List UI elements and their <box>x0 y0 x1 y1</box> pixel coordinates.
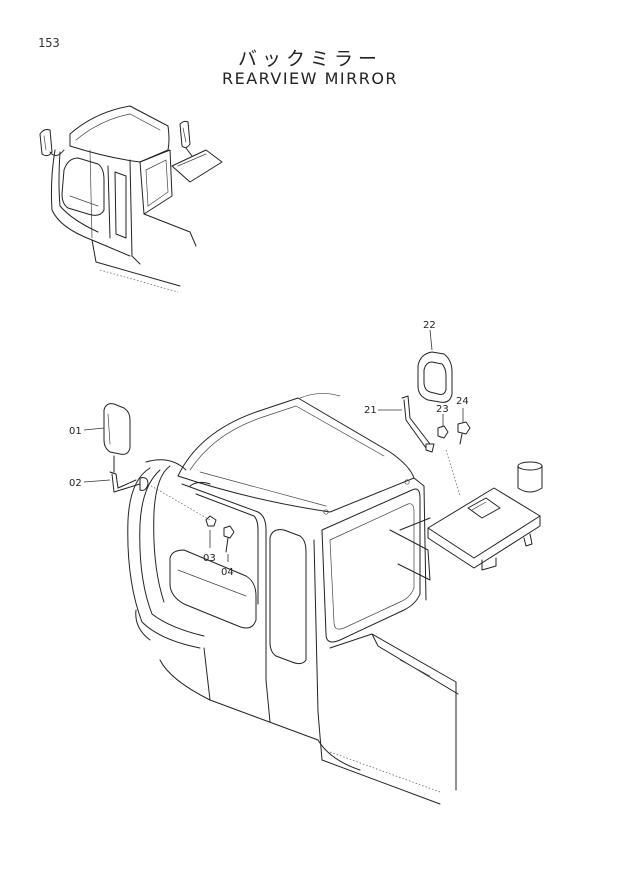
left-mirror-assembly <box>103 403 235 553</box>
callout-03: 03 <box>203 553 216 564</box>
overview-cab <box>39 105 223 293</box>
main-cab <box>127 393 459 805</box>
callout-22: 22 <box>423 320 436 331</box>
title-english: REARVIEW MIRROR <box>221 69 399 88</box>
callout-leaders <box>83 329 464 562</box>
callout-24: 24 <box>456 396 469 407</box>
callout-23: 23 <box>436 404 449 415</box>
callout-04: 04 <box>221 567 234 578</box>
page-number: 153 <box>38 36 60 50</box>
title-japanese: バックミラー <box>237 48 382 70</box>
callout-01: 01 <box>69 426 82 437</box>
callout-21: 21 <box>364 405 377 416</box>
callout-02: 02 <box>69 478 82 489</box>
right-mirror-assembly <box>399 351 543 571</box>
